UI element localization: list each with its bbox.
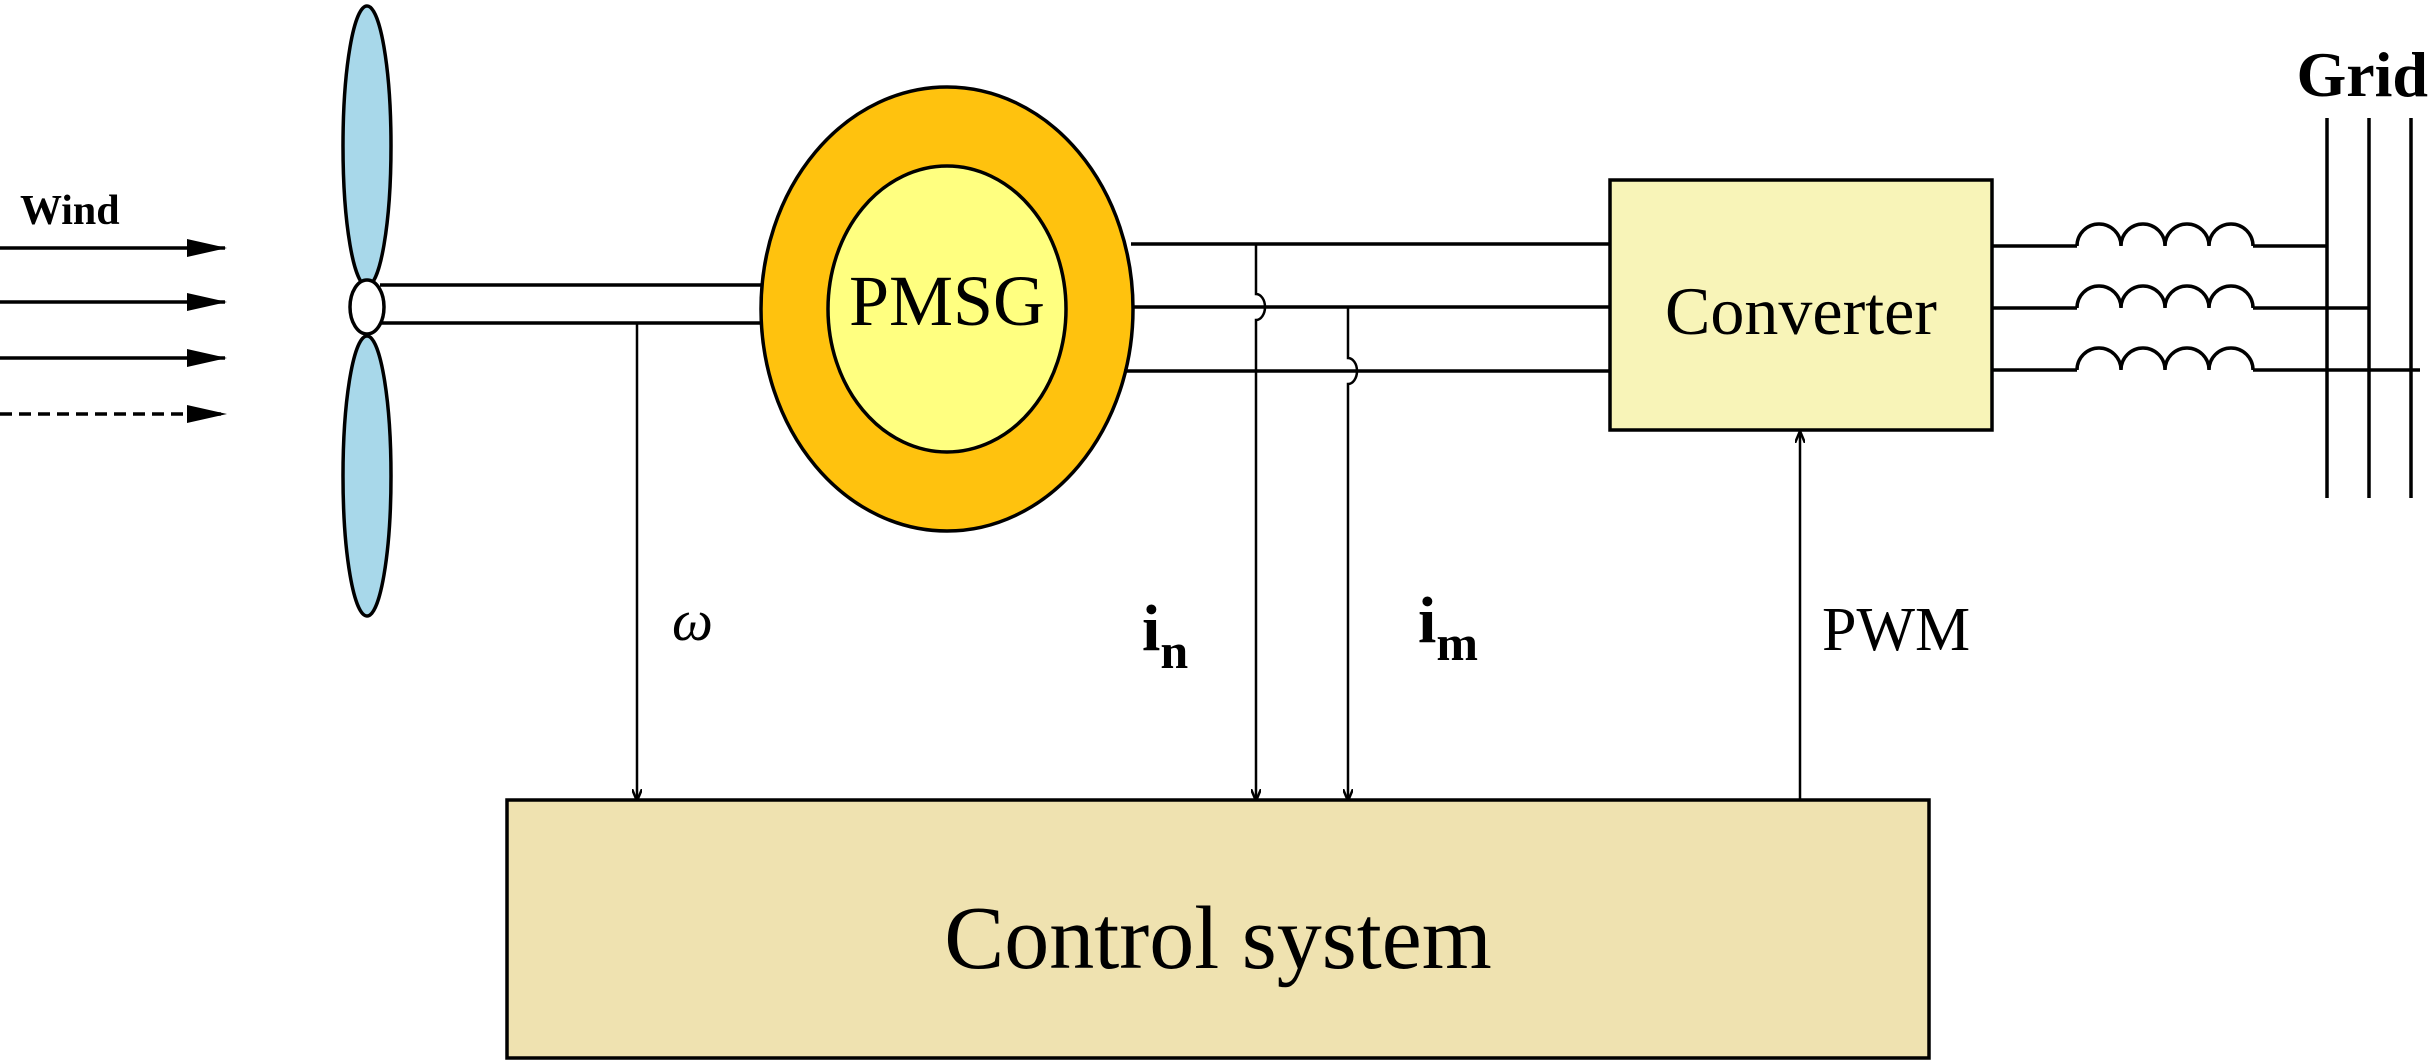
pwm-label: PWM [1822, 596, 1970, 664]
converter-block: Converter [1608, 178, 1994, 432]
turbine-hub [348, 278, 386, 336]
inductor-3 [2075, 346, 2255, 371]
shaft [380, 283, 762, 325]
grid-connection [1992, 222, 2420, 372]
grid-bus [2325, 118, 2413, 498]
grid-label: Grid [2296, 39, 2428, 110]
converter-label: Converter [1665, 273, 1937, 349]
omega-label: ω [672, 588, 713, 653]
control-system-label: Control system [944, 889, 1492, 988]
three-phase-lines-gen [1124, 242, 1610, 373]
pmsg-generator: PMSG [759, 85, 1135, 533]
current-m-label: im [1418, 584, 1478, 671]
pmsg-label: PMSG [849, 261, 1045, 341]
converter-box [1608, 178, 1994, 432]
inductor-1 [2075, 222, 2255, 247]
wind-turbine-rotor [341, 4, 393, 618]
inductor-2 [2075, 284, 2255, 309]
turbine-blade-bottom [341, 334, 393, 618]
current-m-feedback-line [1348, 307, 1359, 800]
pmsg-inner-core [826, 164, 1068, 454]
current-n-label: in [1142, 592, 1188, 679]
turbine-blade-top [341, 4, 393, 288]
wind-arrows [0, 239, 227, 423]
wind-label: Wind [20, 188, 120, 234]
control-system-box [505, 798, 1931, 1060]
current-n-feedback-line [1256, 244, 1267, 800]
control-system-block: Control system [505, 798, 1931, 1060]
